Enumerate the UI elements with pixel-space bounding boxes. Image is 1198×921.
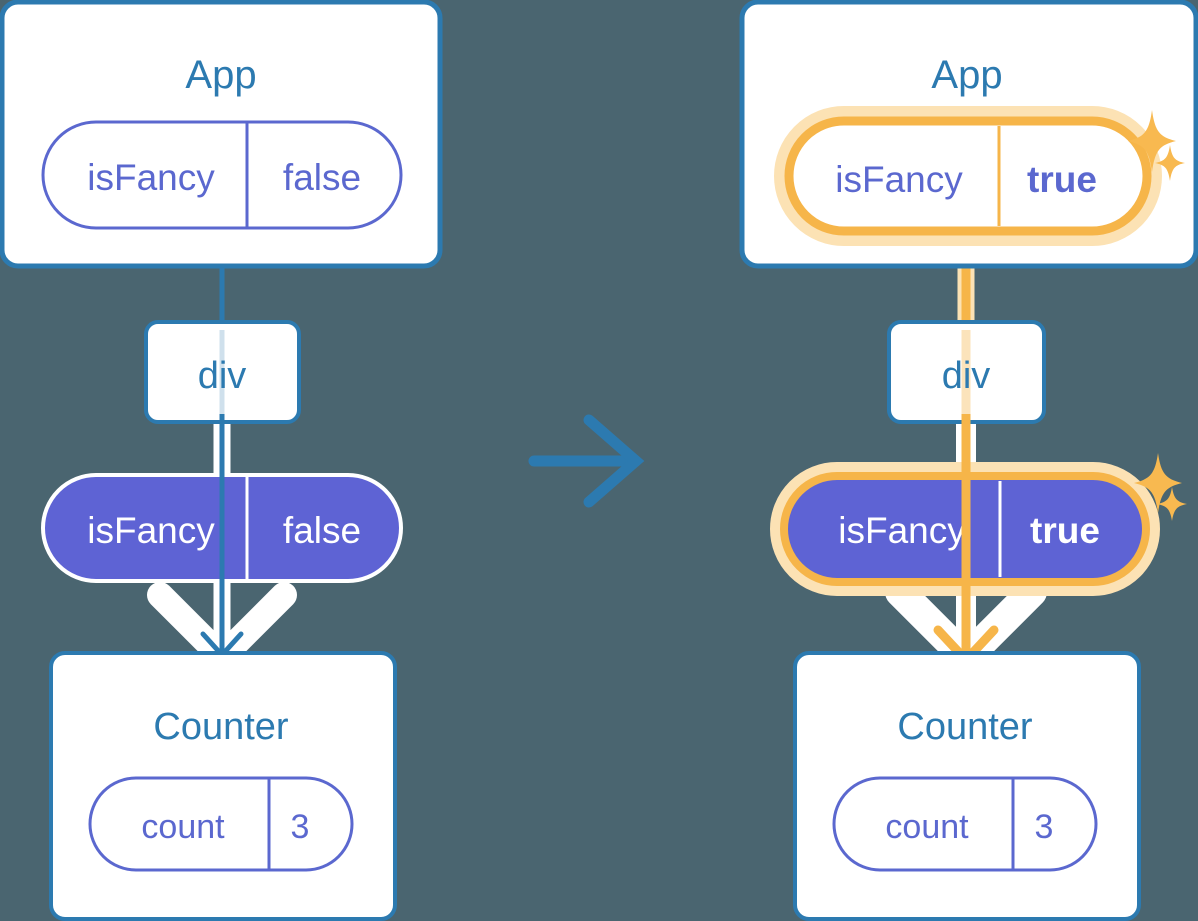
counter-box-right: Counter count 3: [793, 651, 1141, 921]
sparkle-large-icon: [1134, 453, 1182, 513]
app-pill-right-highlight-ring: [784, 116, 1152, 236]
sparkle-large-icon: [1128, 110, 1176, 172]
counter-pill-right: [832, 776, 1098, 872]
app-pill-left: [41, 120, 403, 230]
sparkles-app-right: [1128, 110, 1185, 181]
app-box-left: App isFancy false: [0, 0, 443, 269]
div-box-left: div: [144, 320, 301, 424]
counter-box-left: Counter count 3: [49, 651, 397, 921]
panel-after: App isFancy true div isFancy true: [739, 0, 1198, 921]
app-pill-right-glow: [774, 106, 1162, 246]
sparkle-small-icon: [1157, 487, 1187, 521]
sparkle-small-icon: [1155, 145, 1185, 181]
div-box-right: div: [887, 320, 1046, 424]
panel-before: App isFancy false div isFancy false Coun…: [0, 0, 443, 921]
arrow-right-icon-head: [583, 414, 645, 508]
app-box-right: App isFancy true: [739, 0, 1198, 269]
counter-pill-left: [88, 776, 354, 872]
transition-arrow: [528, 414, 645, 508]
sparkles-prop-right: [1134, 453, 1187, 521]
